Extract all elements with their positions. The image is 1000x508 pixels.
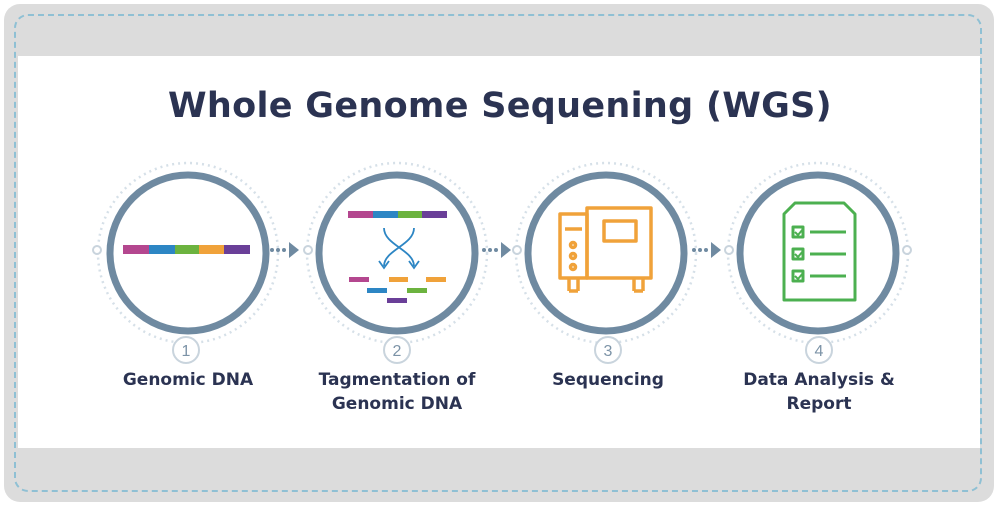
step-number: 3 bbox=[604, 343, 613, 360]
connector-node bbox=[724, 245, 734, 255]
step-3-label: Sequencing bbox=[508, 368, 708, 392]
connector-node bbox=[902, 245, 912, 255]
arrow-3-4 bbox=[692, 242, 721, 258]
step-label-line: Data Analysis & bbox=[743, 370, 895, 390]
connector-node bbox=[303, 245, 313, 255]
dna-strand-icon bbox=[123, 245, 250, 254]
step-number: 2 bbox=[393, 343, 402, 360]
arrow-1-2 bbox=[270, 242, 299, 258]
step-number-badge bbox=[383, 336, 411, 364]
step-4-label: Data Analysis & Report bbox=[719, 368, 919, 416]
step-number-badge bbox=[172, 336, 200, 364]
dashed-border bbox=[14, 14, 982, 492]
step-4: 4 bbox=[724, 161, 912, 364]
step-2-label: Tagmentation of Genomic DNA bbox=[297, 368, 497, 416]
step-ring bbox=[524, 171, 688, 335]
sequencer-icon bbox=[558, 206, 653, 293]
connector-node bbox=[92, 245, 102, 255]
step-number: 4 bbox=[815, 343, 824, 360]
connector-node bbox=[512, 245, 522, 255]
step-number: 1 bbox=[182, 343, 191, 360]
step-label-line: Tagmentation of bbox=[318, 370, 476, 390]
step-3: 3 bbox=[512, 161, 698, 364]
step-1: 1 bbox=[92, 161, 280, 364]
step-1-label: Genomic DNA bbox=[88, 368, 288, 392]
step-ring bbox=[315, 171, 479, 335]
step-2: 2 bbox=[303, 161, 489, 364]
page-title: Whole Genome Sequening (WGS) bbox=[168, 86, 832, 126]
step-number-badge bbox=[805, 336, 833, 364]
step-label-line: Genomic DNA bbox=[122, 370, 254, 390]
report-checklist-icon bbox=[782, 201, 857, 302]
step-label-line: Report bbox=[786, 394, 852, 414]
step-label-line: Genomic DNA bbox=[331, 394, 463, 414]
step-label-line: Sequencing bbox=[552, 370, 664, 390]
step-number-badge bbox=[594, 336, 622, 364]
arrow-2-3 bbox=[482, 242, 511, 258]
tagmentation-icon bbox=[348, 211, 447, 303]
